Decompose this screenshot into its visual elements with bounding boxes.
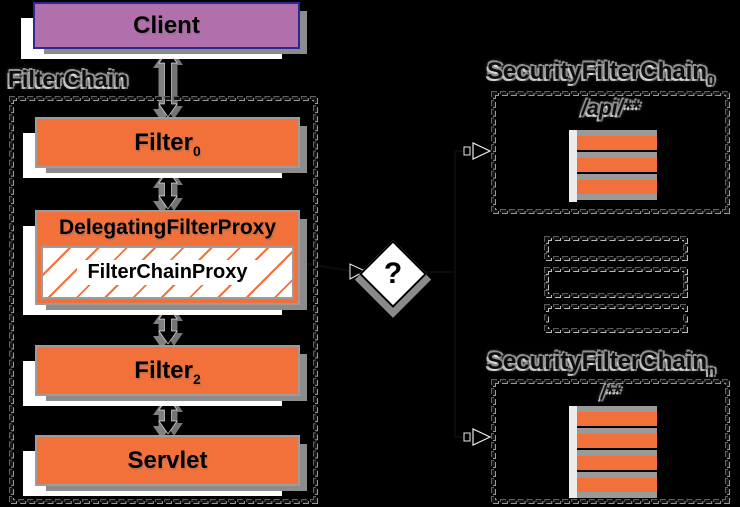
filterchain-label: FilterChain [8, 66, 129, 92]
entry-arrow-chain-n [463, 428, 492, 446]
filter0-text: Filter [134, 128, 193, 156]
more-filters-tick [612, 470, 617, 479]
filter-bar [577, 434, 657, 448]
delegating-filter-proxy-label: DelegatingFilterProxy [58, 216, 277, 239]
security-filter-chain0-title-text: SecurityFilterChain [487, 58, 708, 85]
filter2-label: Filter2 [134, 356, 201, 387]
chain-selection-diamond: ? [359, 240, 427, 308]
filter-bar [577, 412, 657, 426]
servlet-label: Servlet [127, 446, 208, 474]
filterchain-dashed-box [10, 97, 317, 503]
filter-bar [577, 180, 657, 194]
security-filter-chain0-filter-bars [569, 130, 657, 202]
collapsed-security-filter-chain-box [545, 237, 687, 260]
more-filters-tick [612, 150, 617, 159]
client-box: Client [33, 2, 300, 49]
entry-arrow-chain0 [463, 142, 492, 160]
security-filter-chain0-title: SecurityFilterChain0 [487, 58, 715, 88]
filter-chain-proxy-label: FilterChainProxy [77, 260, 258, 285]
filter2-text: Filter [134, 356, 193, 384]
security-filter-chain-n-url-pattern: /** [600, 383, 621, 404]
more-filters-tick [612, 426, 617, 435]
filter0-box: Filter0 [35, 117, 300, 168]
delegating-filter-proxy-box: DelegatingFilterProxy FilterChainProxy [35, 210, 300, 305]
filter-bar [577, 456, 657, 470]
security-filter-chain0-url-pattern: /api/** [581, 97, 640, 120]
security-filter-chain0-subscript: 0 [707, 71, 715, 88]
filter-bar [577, 136, 657, 150]
filter-chain-proxy-box: FilterChainProxy [41, 246, 294, 299]
security-filter-chain-n-subscript: n [707, 361, 716, 378]
collapsed-chains [545, 237, 687, 340]
servlet-box: Servlet [35, 435, 300, 486]
filter-bar [577, 478, 657, 492]
more-filters-tick [612, 172, 617, 181]
collapsed-security-filter-chain-box [545, 305, 687, 332]
question-mark-label: ? [383, 257, 403, 290]
filter-bar [577, 158, 657, 172]
filter0-subscript: 0 [192, 142, 201, 159]
security-filter-chain-n-filter-bars [569, 406, 657, 498]
client-label: Client [133, 11, 200, 39]
filter0-label: Filter0 [134, 128, 201, 159]
security-filter-chain0-box [492, 92, 729, 213]
security-filter-chain-n-title: SecurityFilterChainn [487, 348, 716, 378]
security-filter-chain-n-title-text: SecurityFilterChain [487, 348, 708, 375]
filter2-subscript: 2 [192, 370, 201, 387]
more-filters-tick [612, 448, 617, 457]
collapsed-security-filter-chain-box [545, 268, 687, 297]
connector-diamond-to-chains [424, 150, 464, 438]
filter2-box: Filter2 [35, 345, 300, 396]
security-filter-chain-n-box [492, 380, 729, 503]
